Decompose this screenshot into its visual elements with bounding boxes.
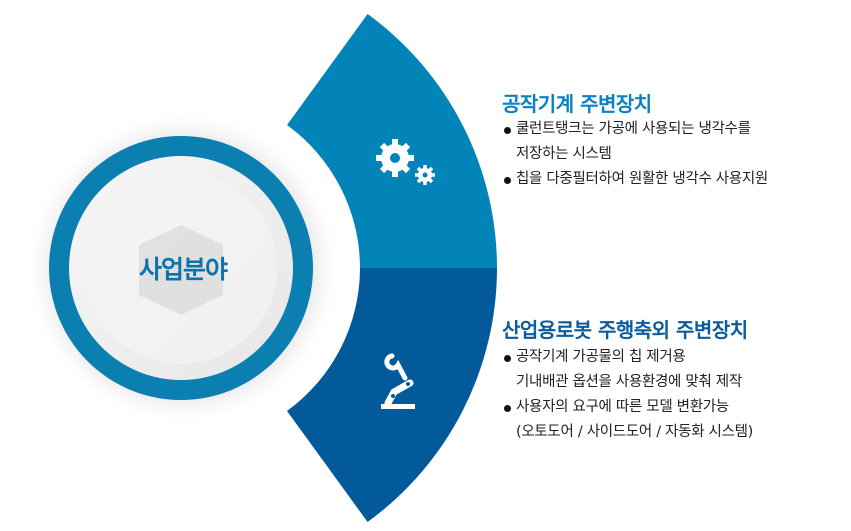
- list-item: 사용자의 요구에 따른 모델 변환가능(오토도어 / 사이드도어 / 자동화 시…: [503, 395, 753, 445]
- list-item: 칩을 다중필터하여 원활한 냉각수 사용지원: [503, 167, 768, 192]
- center-label: 사업분야: [138, 255, 228, 284]
- gears-icon: [376, 139, 435, 185]
- watermark-logo-icon: [139, 225, 223, 315]
- robot-arm-wrench-icon: [381, 353, 415, 409]
- section-title-industrial-robot: 산업용로봇 주행축외 주변장치: [502, 318, 748, 342]
- section-title-machine-tool: 공작기계 주변장치: [502, 92, 652, 116]
